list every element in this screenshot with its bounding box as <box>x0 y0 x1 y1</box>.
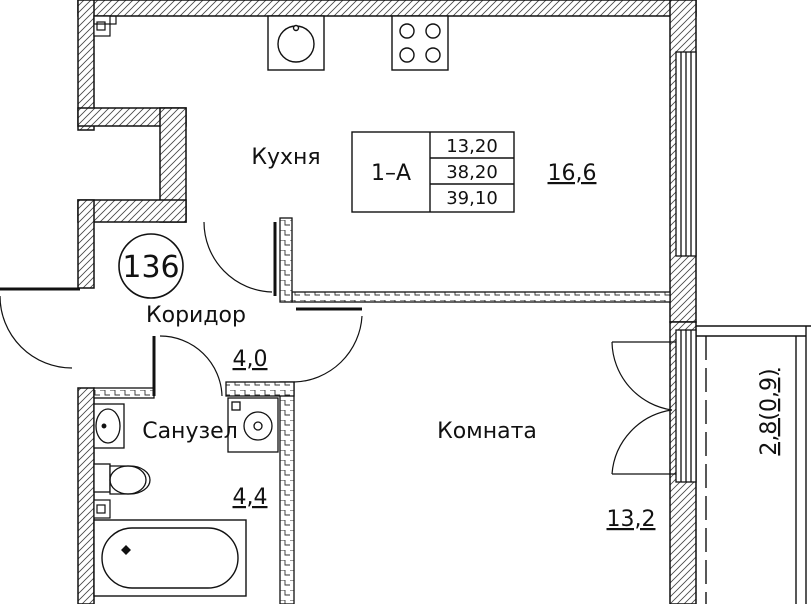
door-swings <box>0 221 676 475</box>
unit-type-label: 1–А <box>371 161 411 186</box>
bathroom-area: 4,4 <box>233 485 268 510</box>
bathroom-name: Санузел <box>142 419 238 444</box>
room-area: 13,2 <box>607 507 656 532</box>
apartment-number-circle <box>118 233 184 299</box>
wall-ends <box>0 222 362 396</box>
kitchen-sink <box>267 15 325 71</box>
toilet <box>93 463 151 495</box>
washing-machine <box>227 397 279 453</box>
kitchen-window <box>675 51 697 257</box>
balcony-area: 2,8(0,9) <box>757 368 782 455</box>
stove <box>391 15 449 71</box>
bathroom-vent <box>93 499 111 519</box>
room-name: Комната <box>437 419 537 444</box>
vent-duct <box>93 15 117 37</box>
corridor-area: 4,0 <box>233 347 268 372</box>
summary-table <box>351 131 515 213</box>
kitchen-area: 16,6 <box>548 161 597 186</box>
kitchen-name: Кухня <box>251 145 320 170</box>
room-window <box>675 329 697 483</box>
washbasin <box>93 403 125 449</box>
summary-area-living: 13,20 <box>446 136 498 157</box>
bathtub <box>93 519 247 597</box>
balcony <box>696 325 811 604</box>
summary-area-with-balcony: 39,10 <box>446 188 498 209</box>
summary-area-total: 38,20 <box>446 162 498 183</box>
apartment-number: 136 <box>122 250 179 285</box>
corridor-name: Коридор <box>146 303 246 328</box>
